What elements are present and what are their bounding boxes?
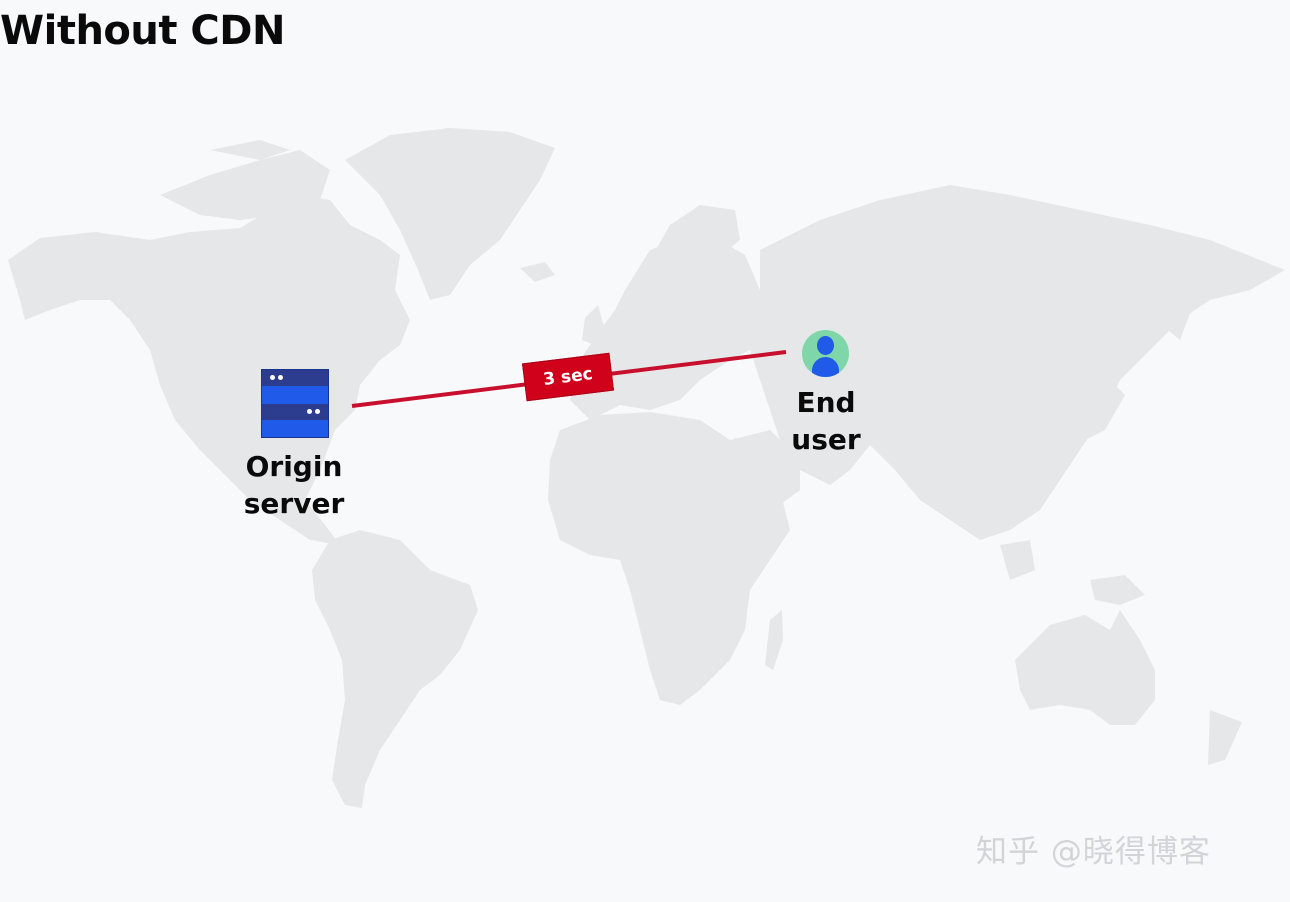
greenland [345, 128, 555, 300]
africa [548, 412, 790, 705]
user-avatar-icon [802, 330, 849, 377]
scandinavia [650, 205, 740, 290]
asia [750, 185, 1285, 540]
server-icon [261, 369, 329, 438]
latency-label: 3 sec [542, 364, 594, 390]
end-user-label: End user [791, 386, 861, 456]
arabia [730, 430, 800, 505]
server-led-dots [270, 375, 283, 380]
south-america [312, 530, 478, 808]
australia [1015, 610, 1155, 725]
watermark: 知乎 @晓得博客 [976, 834, 1211, 870]
server-led-dots [307, 409, 320, 414]
page-title: Without CDN [0, 8, 285, 54]
arctic-islands [160, 150, 330, 220]
origin-server-label: Origin server [243, 450, 345, 520]
north-america [8, 195, 410, 545]
